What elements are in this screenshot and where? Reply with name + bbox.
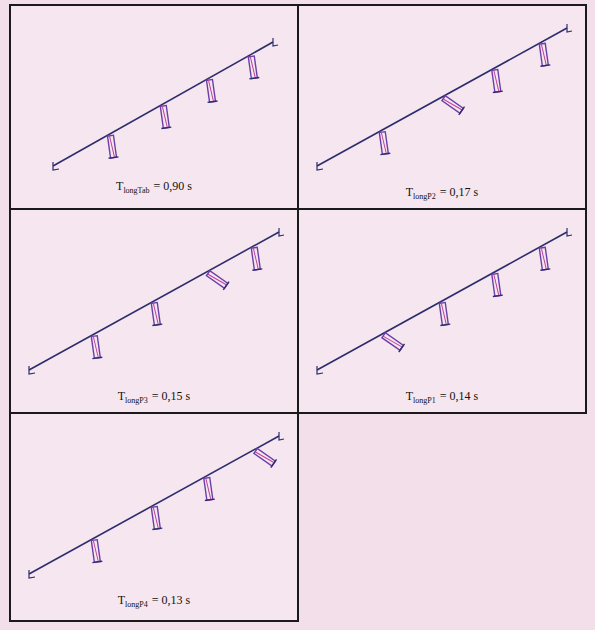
period-value: T	[406, 389, 413, 403]
period-value: T	[116, 179, 123, 193]
period-value: T	[406, 185, 413, 199]
pier	[441, 94, 465, 115]
period-subscript: longTab	[123, 186, 149, 195]
abutment	[53, 162, 59, 170]
abutment	[29, 366, 35, 374]
bridge-mode-shape	[299, 210, 585, 412]
mode-panel: TlongTab = 0,90 s	[9, 4, 299, 210]
period-label: TlongTab = 0,90 s	[11, 176, 297, 195]
pier	[89, 335, 102, 358]
pier	[205, 79, 218, 102]
bridge-mode-shape	[11, 414, 297, 620]
abutment	[567, 228, 572, 236]
pier	[490, 273, 503, 296]
period-value: T	[118, 593, 125, 607]
period-subscript: longP2	[413, 192, 436, 201]
deck-line	[29, 436, 279, 574]
deck-line	[29, 232, 279, 370]
period-label: TlongP2 = 0,17 s	[299, 182, 585, 201]
period-value: T	[118, 389, 125, 403]
period-value: = 0,14 s	[440, 389, 478, 403]
abutment	[279, 432, 284, 440]
mode-panel: TlongP1 = 0,14 s	[297, 208, 587, 414]
pier	[106, 135, 119, 158]
abutment	[29, 570, 35, 578]
pier	[537, 43, 550, 66]
period-subscript: longP3	[125, 396, 148, 405]
pier	[253, 447, 277, 468]
deck-line	[53, 42, 273, 166]
pier	[490, 69, 503, 92]
pier	[149, 506, 162, 529]
period-label: TlongP3 = 0,15 s	[11, 386, 297, 405]
pier	[537, 247, 550, 270]
pier	[437, 302, 450, 325]
abutment	[317, 366, 323, 374]
bridge-mode-shape	[11, 6, 297, 208]
period-label: TlongP4 = 0,13 s	[11, 590, 297, 609]
abutment	[567, 24, 572, 32]
pier	[246, 56, 259, 79]
pier	[205, 269, 229, 290]
deck-line	[317, 232, 567, 370]
pier	[202, 477, 215, 500]
period-value: = 0,15 s	[152, 389, 190, 403]
period-subscript: longP1	[413, 396, 436, 405]
pier	[381, 331, 405, 352]
period-value: = 0,90 s	[154, 179, 192, 193]
pier	[158, 105, 171, 128]
period-value: = 0,13 s	[152, 593, 190, 607]
abutment	[279, 228, 284, 236]
period-value: = 0,17 s	[440, 185, 478, 199]
bridge-mode-shape	[11, 210, 297, 412]
period-label: TlongP1 = 0,14 s	[299, 386, 585, 405]
pier	[249, 247, 262, 270]
mode-panel: TlongP2 = 0,17 s	[297, 4, 587, 210]
abutment	[273, 38, 278, 46]
mode-panel: TlongP3 = 0,15 s	[9, 208, 299, 414]
abutment	[317, 162, 323, 170]
bridge-mode-shape	[299, 6, 585, 208]
mode-panel: TlongP4 = 0,13 s	[9, 412, 299, 622]
period-subscript: longP4	[125, 600, 148, 609]
deck-line	[317, 28, 567, 166]
pier	[89, 539, 102, 562]
pier	[377, 131, 390, 154]
pier	[149, 302, 162, 325]
